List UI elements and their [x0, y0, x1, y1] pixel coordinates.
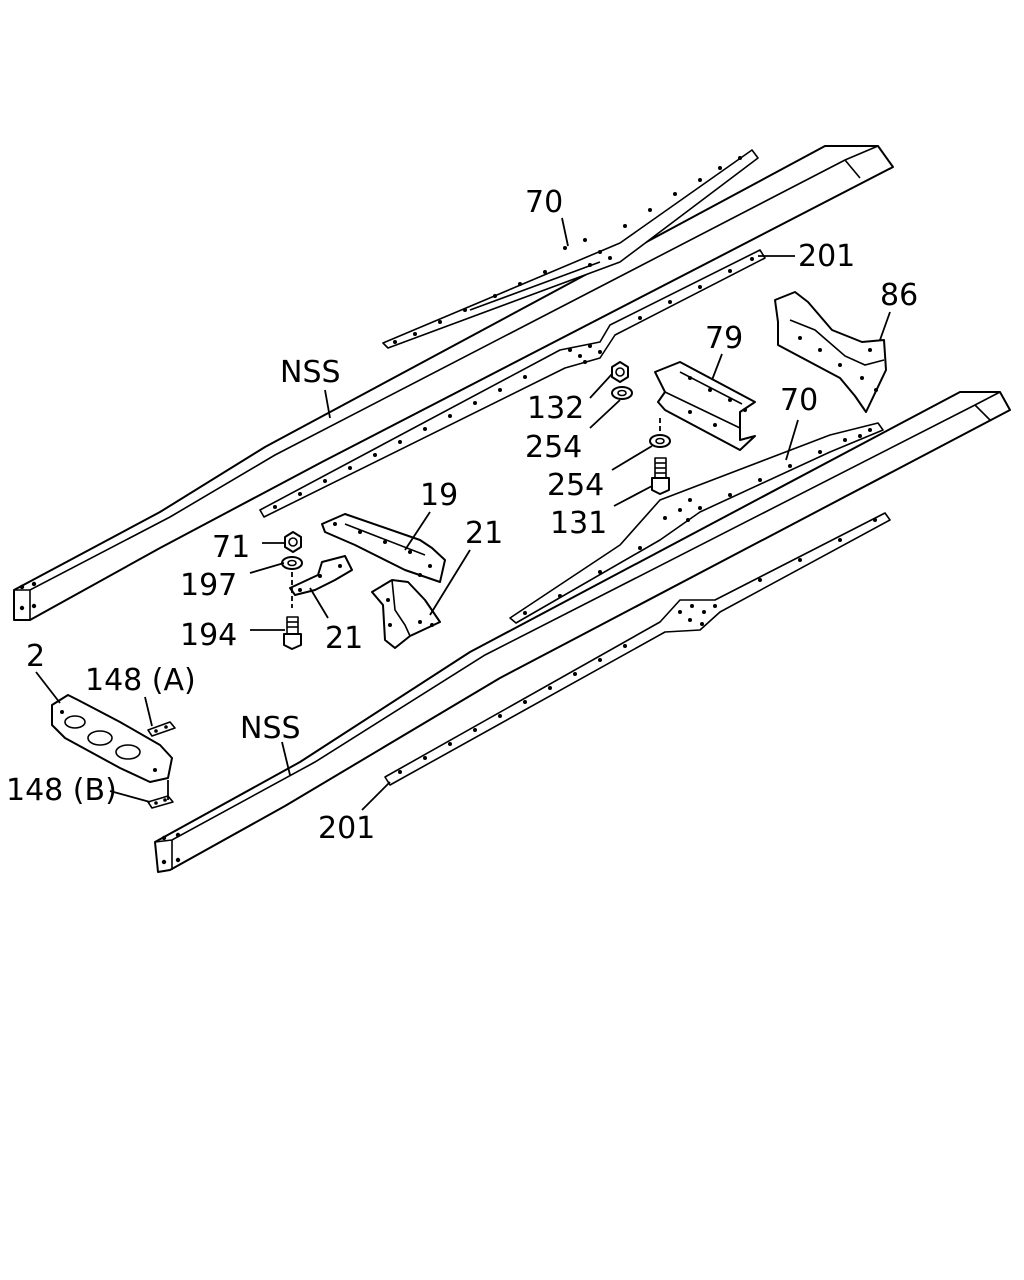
callout-86: 86: [880, 278, 918, 313]
callout-nss-upper: NSS: [280, 355, 341, 390]
callout-71: 71: [212, 530, 250, 565]
bolt-194[interactable]: [283, 616, 302, 650]
lower-liner-plate[interactable]: [384, 512, 891, 786]
plate-148b[interactable]: [147, 795, 174, 809]
lower-reinforcement-plate[interactable]: [509, 422, 884, 624]
callout-201-lower: 201: [318, 811, 375, 846]
callout-19: 19: [420, 478, 458, 513]
callout-132: 132: [527, 391, 584, 426]
callout-201-upper: 201: [798, 239, 855, 274]
callout-70-lower: 70: [780, 383, 818, 418]
callout-148a: 148 (A): [85, 663, 196, 698]
washer-197[interactable]: [281, 556, 303, 570]
crossmember-79[interactable]: [654, 361, 756, 451]
bolt-131[interactable]: [651, 457, 670, 495]
crossmember-bracket-86[interactable]: [774, 291, 887, 413]
callout-79: 79: [705, 321, 743, 356]
callout-197: 197: [180, 568, 237, 603]
washer-254-upper[interactable]: [611, 386, 633, 400]
callout-70-upper: 70: [525, 185, 563, 220]
upper-reinforcement-plate[interactable]: [382, 149, 759, 349]
leader-lines: [35, 217, 891, 811]
crossmember-19[interactable]: [321, 513, 446, 583]
washer-254-lower[interactable]: [649, 434, 671, 448]
upper-side-rail[interactable]: [13, 145, 894, 621]
callout-2: 2: [26, 639, 45, 674]
bracket-21-left[interactable]: [289, 555, 353, 596]
callout-194: 194: [180, 618, 237, 653]
callout-nss-lower: NSS: [240, 711, 301, 746]
callout-148b: 148 (B): [6, 773, 117, 808]
callout-254-upper: 254: [525, 430, 582, 465]
nut-132[interactable]: [611, 361, 629, 383]
plate-148a[interactable]: [147, 721, 176, 737]
lower-side-rail[interactable]: [154, 391, 1011, 873]
front-crossmember-2[interactable]: [51, 694, 173, 783]
callout-21-left: 21: [325, 621, 363, 656]
upper-liner-plate[interactable]: [259, 249, 766, 518]
callout-21-right: 21: [465, 516, 503, 551]
nut-71[interactable]: [284, 531, 302, 553]
callout-254-lower: 254: [547, 468, 604, 503]
gusset-21-right[interactable]: [371, 579, 441, 649]
callout-131: 131: [550, 506, 607, 541]
